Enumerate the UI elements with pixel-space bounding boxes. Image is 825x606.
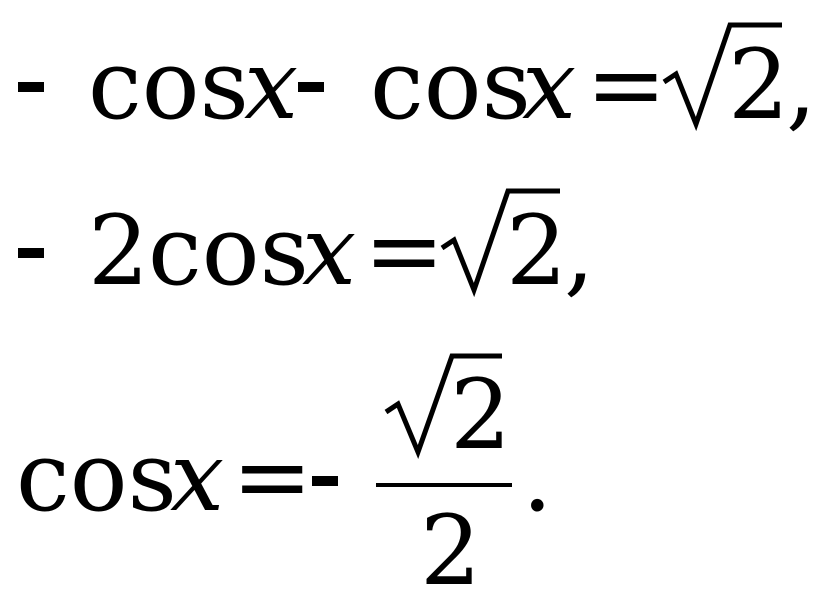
line1-cos-1: cos	[88, 29, 249, 141]
line1-leading-minus	[18, 82, 44, 92]
line3-negative-sign	[312, 476, 338, 486]
fraction-denominator: 2	[420, 495, 481, 606]
line2-cos: cos	[148, 195, 309, 307]
line2-x: x	[302, 195, 356, 307]
fraction-numerator-radicand: 2	[450, 359, 511, 471]
line3-period: .	[522, 421, 553, 533]
line3-cos: cos	[16, 421, 177, 533]
line1-minus2-text: -	[298, 29, 330, 141]
line2-leading-minus	[18, 248, 44, 258]
equation-line-3: cos x = - 2 2 .	[16, 353, 553, 606]
line1-radicand: 2	[728, 29, 789, 141]
line3-x: x	[170, 421, 224, 533]
line3-minus-text: -	[312, 421, 344, 533]
line2-minus-text: -	[18, 195, 50, 307]
line2-equals: =	[364, 195, 444, 307]
line3-equals: =	[232, 421, 312, 533]
equation-line-2: - 2 cos x = 2 ,	[18, 188, 595, 307]
line1-x-2: x	[522, 29, 576, 141]
line1-comma: ,	[786, 29, 817, 141]
line2-radicand: 2	[506, 195, 567, 307]
line1-sqrt-sign	[662, 22, 782, 132]
line1-inner-minus	[298, 82, 324, 92]
line2-comma: ,	[564, 195, 595, 307]
line2-coefficient: 2	[88, 195, 149, 307]
line2-sqrt-sign	[440, 188, 560, 298]
line1-minus-text: -	[18, 29, 50, 141]
equation-line-1: - cos x - cos x = 2 ,	[18, 22, 817, 141]
line1-equals: =	[586, 29, 666, 141]
fraction-numerator-sqrt-sign	[384, 353, 502, 459]
line1-x-1: x	[244, 29, 298, 141]
fraction-bar	[376, 483, 512, 487]
line1-cos-2: cos	[370, 29, 531, 141]
